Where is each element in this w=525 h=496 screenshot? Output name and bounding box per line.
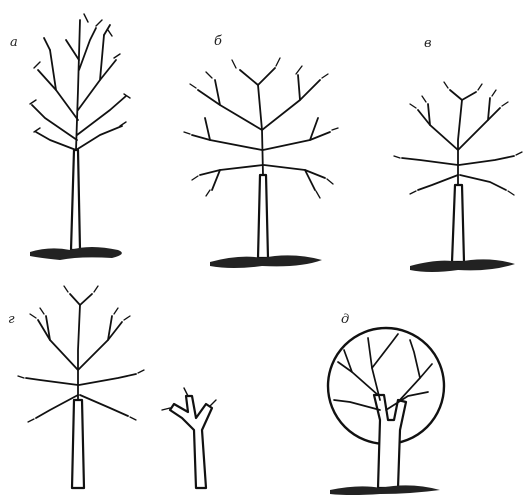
tree-d: [328, 328, 444, 495]
tree-a: [30, 14, 130, 260]
tree-g-stub: [162, 388, 216, 488]
tree-b: [184, 58, 338, 268]
tree-g: [18, 286, 144, 488]
tree-v: [394, 82, 522, 272]
